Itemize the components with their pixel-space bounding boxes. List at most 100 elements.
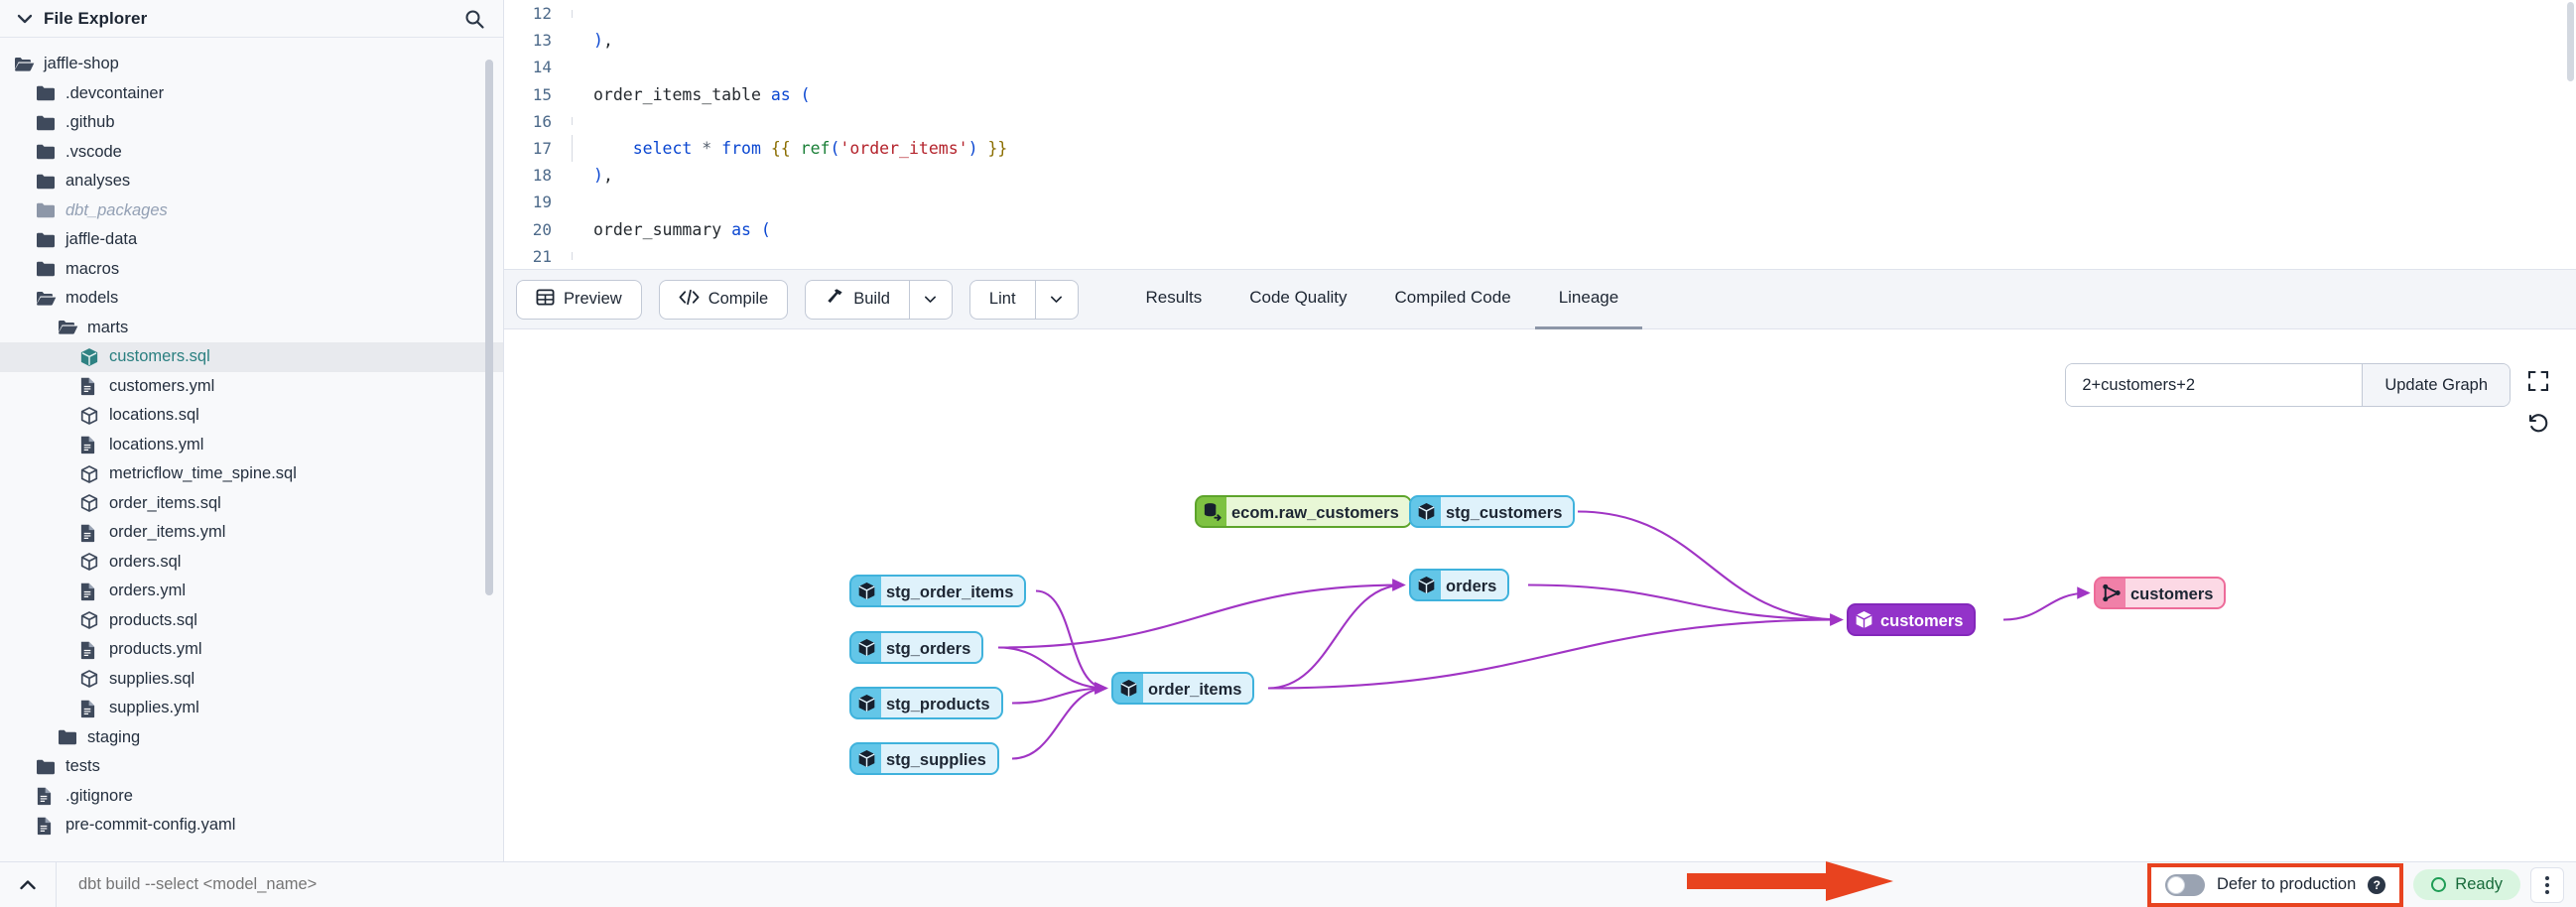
fullscreen-expand-icon[interactable] [2526,369,2550,393]
lineage-node-customers-model[interactable]: customers [1847,603,1977,636]
lineage-node-label: stg_products [881,689,1001,717]
tab-lineage[interactable]: Lineage [1534,270,1643,329]
lineage-node-stg-orders[interactable]: stg_orders [849,631,984,664]
graph-selector-input[interactable] [2066,364,2363,406]
tree-item-supplies-sql[interactable]: supplies.sql [0,665,503,695]
tree-item-models[interactable]: models [0,284,503,314]
line-number: 12 [532,4,552,24]
search-icon[interactable] [463,8,485,30]
tree-item-metricflow-time-spine-sql[interactable]: metricflow_time_spine.sql [0,459,503,489]
tree-item-locations-yml[interactable]: locations.yml [0,431,503,460]
lint-button[interactable]: Lint [968,279,1035,320]
folder-icon [36,231,62,249]
tree-item--github[interactable]: .github [0,108,503,138]
lineage-edge [1267,613,1844,690]
tab-code-quality[interactable]: Code Quality [1249,288,1348,307]
tree-item--devcontainer[interactable]: .devcontainer [0,79,503,109]
bottom-bar-right-group: Defer to production ? Ready [2146,862,2576,907]
status-badge: Ready [2413,869,2520,900]
tree-item-macros[interactable]: macros [0,255,503,285]
tree-item-analyses[interactable]: analyses [0,167,503,196]
lineage-edge [1527,583,1844,626]
line-number: 16 [532,111,552,131]
tree-item-label: .vscode [65,142,122,161]
tree-item-label: marts [87,318,129,336]
tree-item-orders-sql[interactable]: orders.sql [0,548,503,578]
build-dropdown-caret[interactable] [908,279,953,320]
lineage-node-stg-supplies[interactable]: stg_supplies [849,742,999,775]
tree-item-supplies-yml[interactable]: supplies.yml [0,694,503,723]
database-source-icon [1197,497,1226,526]
lineage-node-orders[interactable]: orders [1409,569,1510,601]
tree-item-order-items-yml[interactable]: order_items.yml [0,518,503,548]
tree-item-order-items-sql[interactable]: order_items.sql [0,489,503,519]
tree-item-marts[interactable]: marts [0,314,503,343]
tree-item-products-yml[interactable]: products.yml [0,635,503,665]
lineage-graph-pane[interactable]: Update Graph [504,329,2576,861]
lineage-node-label: customers [2125,579,2225,607]
tree-item-label: supplies.sql [109,669,195,688]
tab-results[interactable]: Results [1145,288,1203,307]
result-tabs[interactable]: Results Code Quality Compiled Code Lineage [1122,270,1643,329]
code-line: 19 [504,189,2576,215]
lineage-edge [997,579,1406,649]
lineage-edge [997,646,1108,695]
file-tree[interactable]: jaffle-shop.devcontainer.github .vscode an… [0,38,503,861]
code-line-text: ), [593,31,613,51]
model-cube-icon [79,610,105,630]
tree-item--gitignore[interactable]: .gitignore [0,782,503,812]
tree-item-dbt-packages[interactable]: dbt_packages [0,196,503,226]
tree-item-staging[interactable]: staging [0,723,503,753]
tree-item--vscode[interactable]: .vscode [0,138,503,168]
build-button[interactable]: Build [805,279,909,320]
tree-item-label: analyses [65,172,131,191]
folder-open-icon [36,290,62,308]
tree-item-locations-sql[interactable]: locations.sql [0,401,503,431]
tab-compiled-code[interactable]: Compiled Code [1394,288,1511,307]
update-graph-button[interactable]: Update Graph [2362,364,2510,406]
code-line: 16 [504,108,2576,135]
table-grid-icon [536,288,555,312]
line-number: 19 [532,193,552,212]
tree-item-orders-yml[interactable]: orders.yml [0,577,503,606]
line-number: 17 [532,139,552,159]
lineage-node-customers-exposure[interactable]: customers [2094,577,2227,609]
line-number: 15 [532,84,552,104]
kebab-menu-icon[interactable] [2530,866,2564,903]
lineage-node-stg-order-items[interactable]: stg_order_items [849,575,1027,607]
tree-item-customers-sql[interactable]: customers.sql [0,342,503,372]
lineage-edge [2002,586,2091,621]
compile-button[interactable]: Compile [658,279,789,320]
sidebar-scrollbar-thumb[interactable] [485,60,493,595]
question-mark-icon[interactable]: ? [2368,875,2386,894]
tree-item-products-sql[interactable]: products.sql [0,606,503,636]
defer-to-production-toggle[interactable] [2164,873,2205,896]
lineage-node-stg-customers[interactable]: stg_customers [1409,495,1576,528]
lint-dropdown-caret[interactable] [1034,279,1079,320]
lineage-node-ecom-raw-customers[interactable]: ecom.raw_customers [1195,495,1412,528]
reset-rotate-icon[interactable] [2526,411,2550,435]
lineage-node-stg-products[interactable]: stg_products [849,687,1003,719]
tree-item-tests[interactable]: tests [0,752,503,782]
tree-item-jaffle-shop[interactable]: jaffle-shop [0,50,503,79]
yaml-file-icon [79,523,105,543]
model-cube-icon [79,552,105,572]
preview-button[interactable]: Preview [516,279,642,320]
chevron-down-icon[interactable] [14,8,36,30]
build-split-button: Build [805,279,953,320]
code-line: 14 [504,54,2576,80]
code-line: 13), [504,27,2576,54]
red-arrow-right-annotation [1687,861,1893,901]
tree-item-pre-commit-config-yaml[interactable]: pre-commit-config.yaml [0,811,503,841]
yaml-file-icon [36,786,62,806]
lineage-node-label: stg_customers [1441,497,1574,526]
chevron-up-icon[interactable] [0,874,56,896]
tree-item-label: order_items.yml [109,523,226,542]
lineage-node-order-items[interactable]: order_items [1111,672,1255,705]
tree-item-customers-yml[interactable]: customers.yml [0,372,503,402]
tree-item-jaffle-data[interactable]: jaffle-data [0,225,503,255]
line-number: 14 [532,58,552,77]
editor-scrollbar-thumb[interactable] [2567,2,2574,81]
model-cube-icon [79,493,105,513]
